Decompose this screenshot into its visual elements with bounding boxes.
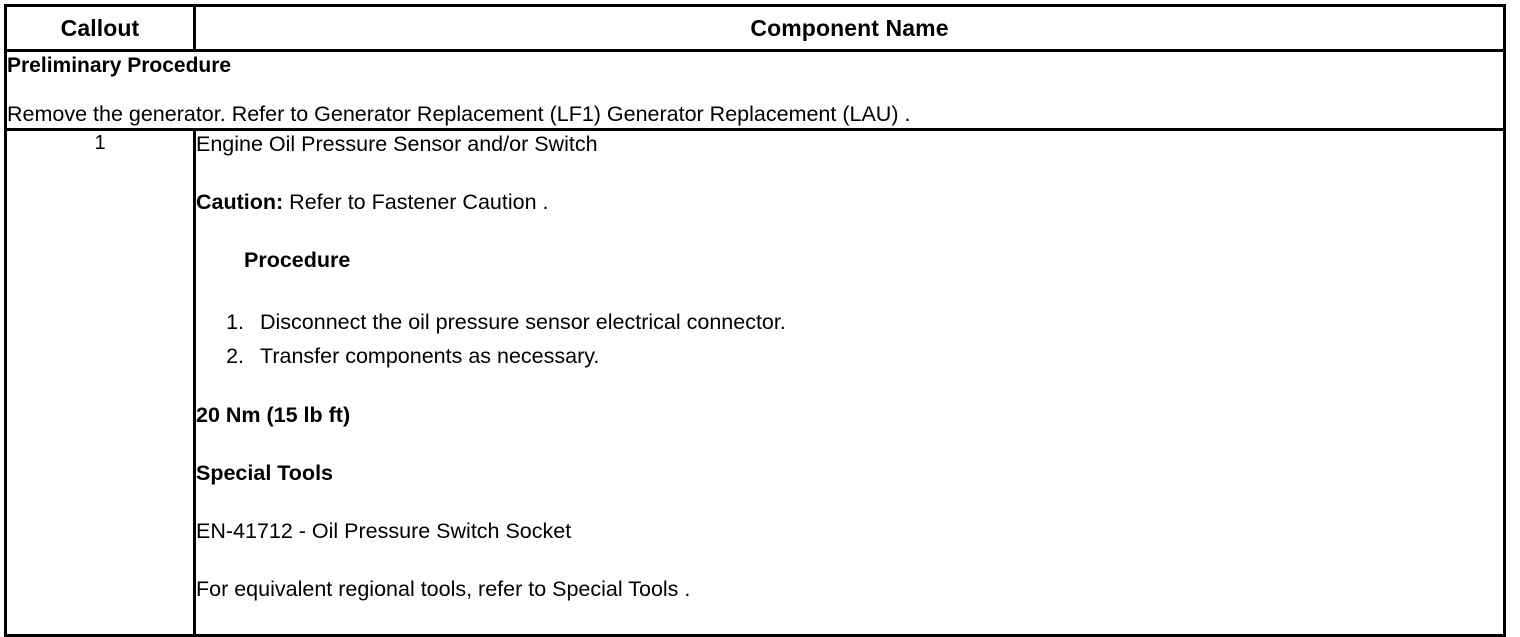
special-tool-entry: EN-41712 - Oil Pressure Switch Socket (196, 519, 572, 543)
caution-paragraph: Caution: Refer to Fastener Caution . (196, 189, 1503, 216)
component-description-cell: Engine Oil Pressure Sensor and/or Switch… (193, 128, 1506, 637)
procedure-step-list: Disconnect the oil pressure sensor elect… (196, 305, 1503, 373)
torque-specification: 20 Nm (15 lb ft) (196, 403, 351, 427)
component-specification-table: Callout Component Name Preliminary Proce… (4, 4, 1506, 637)
list-item: Transfer components as necessary. (250, 339, 1503, 373)
callout-number-cell: 1 (4, 128, 196, 637)
list-item: Disconnect the oil pressure sensor elect… (250, 305, 1503, 339)
column-header-callout: Callout (4, 4, 196, 52)
component-title: Engine Oil Pressure Sensor and/or Switch (196, 132, 598, 156)
callout-number: 1 (94, 132, 106, 154)
caution-label: Caution: (196, 190, 284, 214)
table-row: 1 Engine Oil Pressure Sensor and/or Swit… (4, 128, 1506, 637)
special-tools-heading: Special Tools (196, 461, 333, 485)
caution-text: Refer to Fastener Caution . (283, 190, 549, 214)
column-header-callout-label: Callout (60, 15, 140, 41)
service-manual-page: Callout Component Name Preliminary Proce… (0, 0, 1520, 612)
column-header-component-name: Component Name (193, 4, 1506, 52)
preliminary-procedure-cell: Preliminary Procedure Remove the generat… (4, 49, 1506, 131)
preliminary-procedure-title: Preliminary Procedure (7, 54, 232, 77)
column-header-component-name-label: Component Name (750, 15, 949, 41)
preliminary-procedure-row: Preliminary Procedure Remove the generat… (4, 49, 1506, 131)
special-tools-note: For equivalent regional tools, refer to … (196, 577, 691, 601)
procedure-heading: Procedure (244, 248, 351, 272)
table-header-row: Callout Component Name (4, 4, 1506, 52)
preliminary-procedure-text: Remove the generator. Refer to Generator… (7, 102, 911, 126)
